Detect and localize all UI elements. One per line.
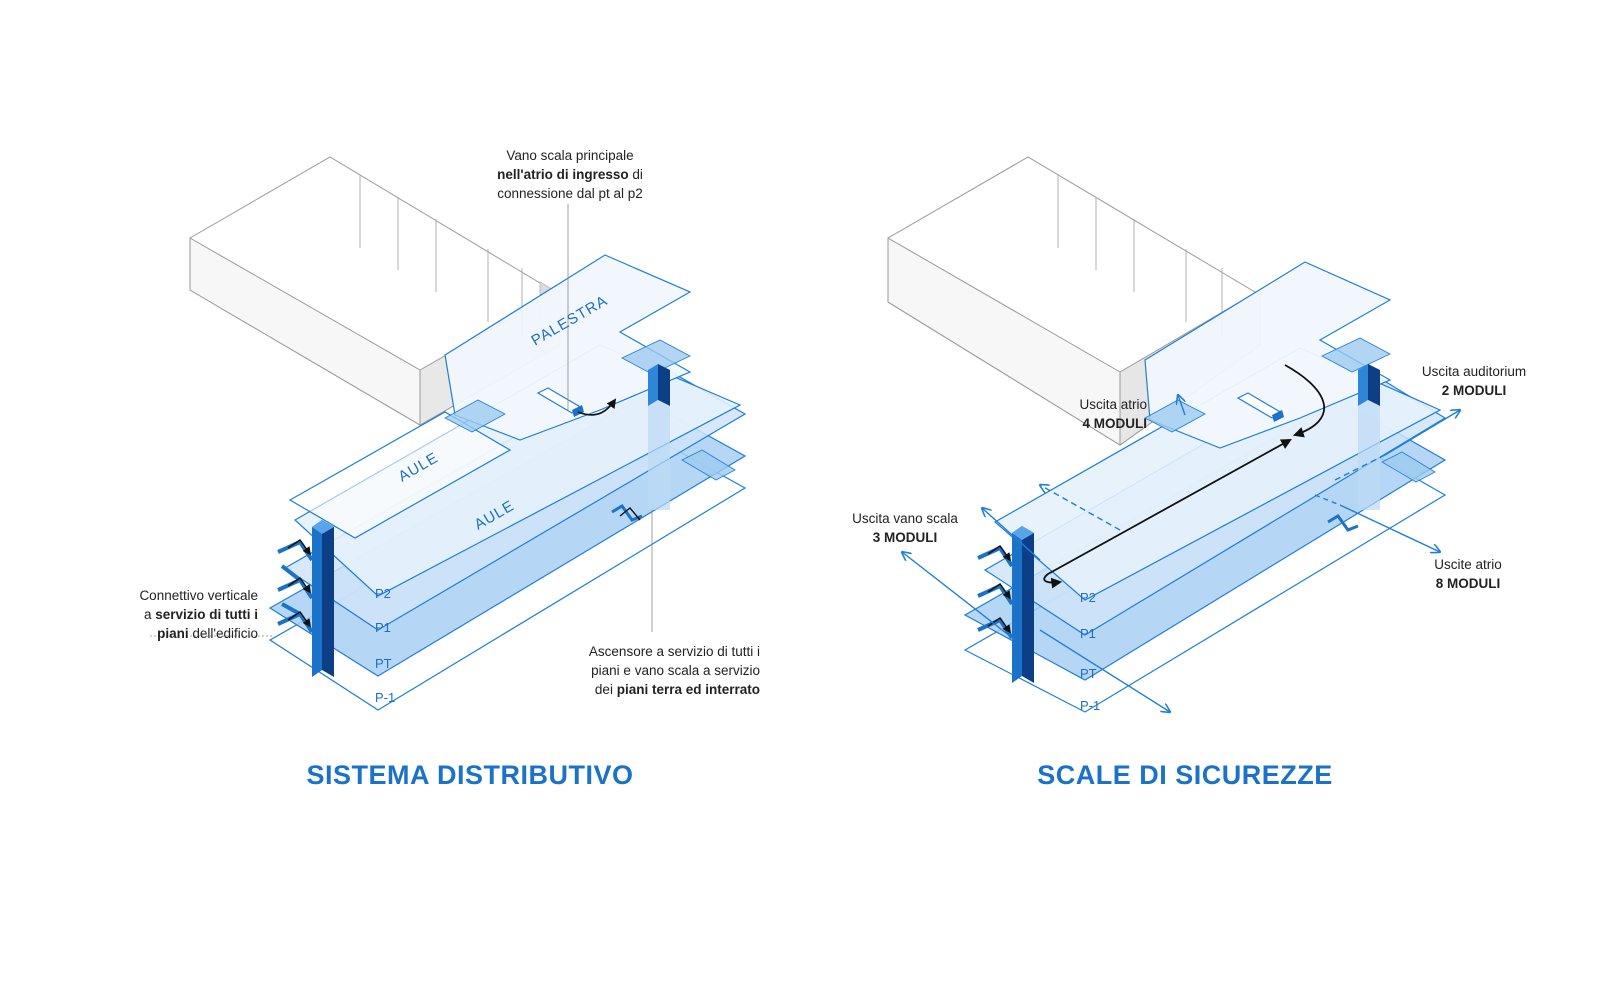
svg-text:4 MODULI: 4 MODULI: [1082, 416, 1147, 431]
svg-text:a servizio di tutti i: a servizio di tutti i: [144, 607, 258, 622]
left-floor-label-p1: P1: [375, 620, 391, 635]
left-floor-label-p2: P2: [375, 586, 391, 601]
exit-label-auditorium: Uscita auditorium 2 MODULI: [1422, 364, 1526, 398]
svg-text:3 MODULI: 3 MODULI: [873, 530, 938, 545]
svg-text:piani dell'edificio: piani dell'edificio: [157, 626, 258, 641]
right-main-stair-symbol: [1236, 392, 1284, 422]
right-floor-label-p1: P1: [1080, 626, 1096, 641]
right-elevator-shaft: [1358, 364, 1380, 510]
right-vertical-core: [1012, 526, 1034, 683]
svg-text:Uscita auditorium: Uscita auditorium: [1422, 364, 1526, 379]
left-floor-stack: [268, 254, 747, 711]
left-floor-label-pt: PT: [375, 656, 392, 671]
right-diagram: P2 P1 PT P-1 Uscita atrio 4 MODULI Uscit…: [852, 156, 1526, 790]
exit-label-uscite-atrio: Uscite atrio 8 MODULI: [1434, 557, 1502, 591]
exit-arrow-atrio: [1178, 395, 1186, 416]
left-floor-label-pm1: P-1: [375, 690, 395, 705]
left-main-stair-symbol: [536, 387, 617, 417]
exit-arrow-pt-south: [1039, 629, 1170, 712]
exit-arrow-vano-scala: [902, 552, 1016, 641]
svg-text:Uscite atrio: Uscite atrio: [1434, 557, 1502, 572]
left-annotation-main-stair: Vano scala principale nell'atrio di ingr…: [497, 148, 643, 201]
svg-text:nell'atrio di ingresso di: nell'atrio di ingresso di: [497, 167, 643, 182]
right-floor-label-pm1: P-1: [1080, 698, 1100, 713]
exit-label-atrio: Uscita atrio 4 MODULI: [1079, 397, 1147, 431]
svg-text:Ascensore a servizio di tutti: Ascensore a servizio di tutti i: [589, 644, 760, 659]
svg-text:dei piani terra ed interrato: dei piani terra ed interrato: [595, 682, 760, 697]
left-annotation-vertical-connector: Connettivo verticale a servizio di tutti…: [139, 588, 258, 641]
left-diagram: PALESTRA AULE AULE P2 P1 PT P-1 Vano sca…: [139, 148, 760, 790]
right-floor-label-pt: PT: [1080, 666, 1097, 681]
svg-text:connessione dal pt al p2: connessione dal pt al p2: [497, 186, 643, 201]
right-exit-arrows: [902, 395, 1460, 712]
svg-text:Uscita atrio: Uscita atrio: [1079, 397, 1147, 412]
right-evacuation-path: [1043, 364, 1325, 589]
svg-text:8 MODULI: 8 MODULI: [1436, 576, 1501, 591]
svg-text:Uscita vano scala: Uscita vano scala: [852, 511, 958, 526]
left-diagram-title: SISTEMA DISTRIBUTIVO: [306, 760, 633, 790]
svg-text:piani e vano scala a servizio: piani e vano scala a servizio: [591, 663, 760, 678]
svg-text:Connettivo verticale: Connettivo verticale: [139, 588, 258, 603]
right-floor-label-p2: P2: [1080, 590, 1096, 605]
right-diagram-title: SCALE DI SICUREZZE: [1037, 760, 1333, 790]
svg-text:2 MODULI: 2 MODULI: [1442, 383, 1507, 398]
left-annotation-elevator: Ascensore a servizio di tutti i piani e …: [589, 644, 760, 697]
left-vertical-core: [312, 520, 334, 677]
left-elevator-shaft: [648, 364, 670, 510]
left-secondary-stair-symbol: [611, 504, 643, 522]
exit-label-vano-scala: Uscita vano scala 3 MODULI: [852, 511, 958, 545]
left-leader-lines: [150, 204, 653, 637]
exit-arrow-uscite-atrio: [1339, 504, 1440, 552]
svg-text:Vano scala principale: Vano scala principale: [506, 148, 633, 163]
exit-arrow-auditorium: [1384, 410, 1460, 456]
